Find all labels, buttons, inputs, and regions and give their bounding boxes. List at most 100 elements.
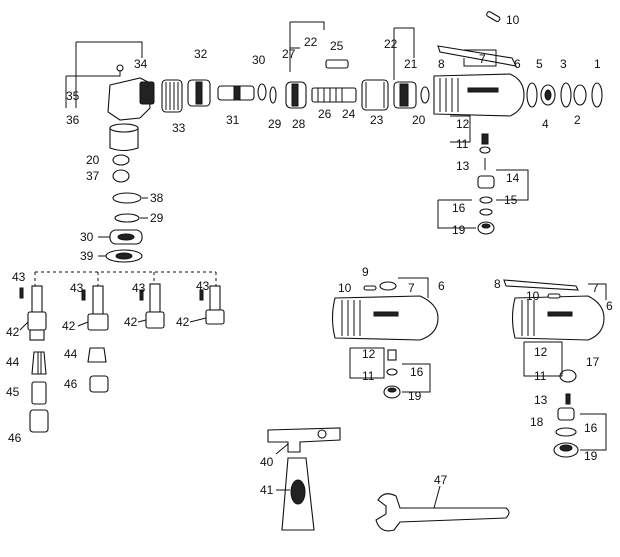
pin-part-10-top: [486, 11, 501, 23]
label-43-d: 43: [196, 279, 210, 293]
part-number-labels: 1 2 3 4 5 6 7 8 10 20 21 22 23 24 25 26 …: [6, 13, 613, 497]
gear-part-32: [187, 79, 211, 107]
label-31: 31: [226, 113, 240, 127]
label-39: 39: [80, 249, 94, 263]
label-42-c: 42: [124, 315, 138, 329]
pin-part-10-right: [547, 293, 561, 299]
collet-shaft-1: [27, 285, 47, 341]
label-46-b: 46: [64, 377, 78, 391]
label-30-top: 30: [252, 53, 266, 67]
head-collar-part-36: [109, 123, 139, 152]
key-part-43-d: [199, 289, 204, 301]
label-16-top: 16: [452, 201, 466, 215]
label-16-right: 16: [584, 421, 598, 435]
label-35: 35: [66, 89, 80, 103]
bearing-part-28: [285, 81, 307, 109]
wrench-part-47: [375, 493, 510, 532]
label-27: 27: [282, 47, 296, 61]
key-part-43-a: [19, 287, 24, 299]
washer-part-30: [257, 83, 267, 101]
label-29-left: 29: [150, 211, 164, 225]
label-5: 5: [536, 57, 543, 71]
label-42-b: 42: [62, 319, 76, 333]
label-29-top: 29: [268, 117, 282, 131]
key-part-43-c: [139, 289, 144, 301]
label-42-a: 42: [6, 325, 20, 339]
label-34: 34: [134, 57, 148, 71]
label-6-mid: 6: [438, 279, 445, 293]
inlet-valve-stack-right: [553, 369, 579, 458]
label-20-left: 20: [86, 153, 100, 167]
label-7-top: 7: [479, 52, 486, 66]
pin-part-10-mid: [363, 285, 377, 291]
ring-part-29: [269, 86, 277, 104]
oil-dispenser-part-40: [267, 427, 341, 453]
button-part-9: [379, 281, 397, 291]
label-25: 25: [330, 39, 344, 53]
motor-housing-right: [511, 295, 605, 341]
label-22-right: 22: [384, 37, 398, 51]
collet-part-44-b: [87, 347, 107, 363]
collet-shaft-4: [205, 285, 225, 325]
key-part-43-b: [81, 289, 86, 301]
label-19-right: 19: [584, 449, 598, 463]
label-45: 45: [6, 385, 20, 399]
label-11-top: 11: [456, 137, 469, 151]
label-44-b: 44: [64, 347, 78, 361]
label-10-right: 10: [526, 289, 540, 303]
label-43-c: 43: [132, 281, 146, 295]
rotor-part-26: [311, 87, 357, 103]
label-17: 17: [586, 355, 600, 369]
nut-part-46-b: [89, 375, 109, 393]
oil-bottle-part-41: [281, 457, 315, 531]
label-26: 26: [318, 107, 332, 121]
inlet-valve-stack-top: [477, 133, 495, 235]
ring-part-5: [526, 82, 538, 108]
label-24: 24: [342, 107, 356, 121]
label-19-top: 19: [452, 223, 466, 237]
sleeve-part-45: [31, 381, 47, 405]
label-12-right: 12: [534, 345, 548, 359]
label-14: 14: [506, 171, 520, 185]
label-13-right: 13: [534, 393, 548, 407]
bushing-part-2: [573, 84, 587, 106]
label-3: 3: [560, 57, 567, 71]
spindle-part-31: [217, 85, 255, 101]
label-15: 15: [504, 193, 518, 207]
bearing-part-20-top: [420, 86, 430, 104]
label-4: 4: [542, 117, 549, 131]
label-43-b: 43: [70, 281, 84, 295]
label-20-top: 20: [412, 113, 426, 127]
collet-shaft-3: [145, 283, 165, 329]
label-13-top: 13: [456, 159, 470, 173]
label-7-mid: 7: [408, 281, 415, 295]
label-47: 47: [434, 473, 448, 487]
label-7-right: 7: [592, 281, 599, 295]
label-11-right: 11: [534, 369, 547, 383]
label-37: 37: [86, 169, 100, 183]
inlet-valve-stack-middle: [383, 349, 401, 399]
throttle-lever-part-8-top: [437, 45, 517, 67]
ring-part-1: [591, 82, 603, 108]
collet-shaft-2: [87, 285, 109, 331]
leader-lines: [19, 21, 607, 509]
label-42-d: 42: [176, 315, 190, 329]
ring-part-3: [560, 82, 572, 108]
label-32: 32: [194, 47, 208, 61]
throttle-lever-part-8-right: [503, 279, 579, 291]
label-33: 33: [172, 121, 186, 135]
label-22-top: 22: [304, 35, 318, 49]
vane-part-25: [325, 59, 349, 69]
gear-part-33: [161, 79, 183, 113]
label-6-top: 6: [514, 57, 521, 71]
label-11-mid: 11: [362, 369, 375, 383]
label-10-mid: 10: [338, 281, 352, 295]
label-41: 41: [260, 483, 274, 497]
label-44-a: 44: [6, 355, 20, 369]
label-2: 2: [574, 113, 581, 127]
label-9: 9: [362, 265, 369, 279]
label-40: 40: [260, 455, 274, 469]
label-43-a: 43: [12, 270, 26, 284]
